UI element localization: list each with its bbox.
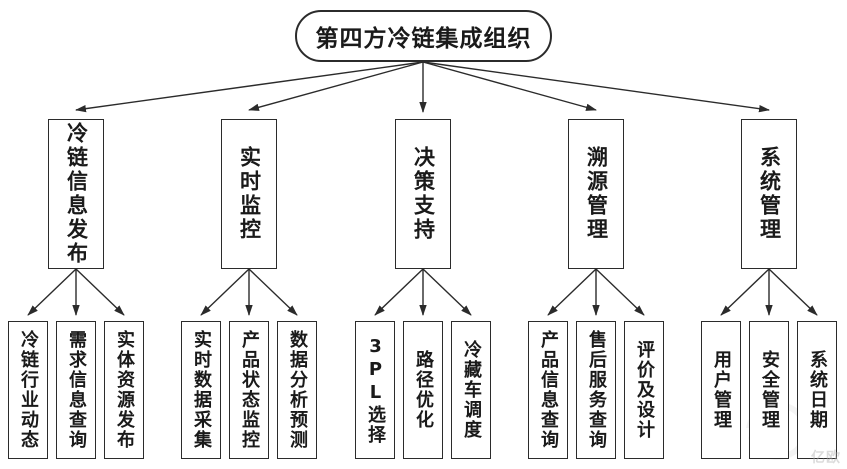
leaf-label: 用户管理 (711, 350, 732, 430)
leaf-node-user-management: 用户管理 (701, 321, 741, 459)
leaf-node-data-analysis-forecast: 数据分析预测 (277, 321, 317, 459)
leaf-label: 冷链行业动态 (18, 330, 39, 450)
edge-b5-l3 (768, 268, 818, 316)
leaf-label: 路径优化 (413, 350, 434, 430)
leaf-node-resource-release: 实体资源发布 (104, 321, 144, 459)
leaf-label: 安全管理 (759, 350, 780, 430)
leaf-node-aftersales-service-query: 售后服务查询 (576, 321, 616, 459)
branch-node-decision-support: 决策支持 (395, 119, 451, 269)
edge-b3-l3 (422, 268, 472, 316)
leaf-label: 实体资源发布 (114, 330, 135, 450)
edge-b1-l3 (75, 268, 125, 316)
leaf-node-3pl-selection: 3PL选择 (355, 321, 395, 459)
leaf-node-product-info-query: 产品信息查询 (528, 321, 568, 459)
branch-label: 系统管理 (757, 146, 782, 242)
root-node-label: 第四方冷链集成组织 (315, 26, 532, 52)
leaf-node-realtime-data-collection: 实时数据采集 (181, 321, 221, 459)
leaf-label: 售后服务查询 (586, 330, 607, 450)
leaf-node-demand-info-query: 需求信息查询 (56, 321, 96, 459)
leaf-node-product-status-monitoring: 产品状态监控 (229, 321, 269, 459)
branch-label: 实时监控 (237, 146, 262, 242)
leaf-label: 系统日期 (807, 350, 828, 430)
leaf-label: 数据分析预测 (287, 330, 308, 450)
leaf-node-industry-news: 冷链行业动态 (8, 321, 48, 459)
branch-node-realtime-monitoring: 实时监控 (221, 119, 277, 269)
leaf-node-system-date: 系统日期 (797, 321, 837, 459)
leaf-node-security-management: 安全管理 (749, 321, 789, 459)
leaf-node-reefer-truck-dispatch: 冷藏车调度 (451, 321, 491, 459)
leaf-label: 3PL选择 (365, 335, 386, 445)
edge-b4-l1 (547, 268, 597, 316)
edge-b4-l3 (595, 268, 645, 316)
leaf-label: 评价及设计 (634, 340, 655, 440)
edge-b2-l3 (248, 268, 298, 316)
watermark-text: 亿欧 (811, 450, 841, 466)
edge-root-branch-1 (75, 61, 424, 113)
branch-node-system-management: 系统管理 (741, 119, 797, 269)
leaf-label: 冷藏车调度 (461, 340, 482, 440)
edge-b5-l1 (720, 268, 770, 316)
leaf-node-evaluation-design: 评价及设计 (624, 321, 664, 459)
edge-b1-l1 (27, 268, 77, 316)
leaf-node-route-optimization: 路径优化 (403, 321, 443, 459)
edge-root-branch-2 (248, 61, 424, 111)
branch-label: 溯源管理 (584, 146, 609, 242)
leaf-label: 产品状态监控 (239, 330, 260, 450)
leaf-label: 需求信息查询 (66, 330, 87, 450)
branch-label: 决策支持 (411, 146, 436, 242)
leaf-label: 实时数据采集 (191, 330, 212, 450)
branch-label: 冷链信息发布 (64, 122, 89, 266)
root-node: 第四方冷链集成组织 (295, 10, 552, 62)
edge-root-branch-5 (422, 61, 770, 113)
edge-b3-l1 (374, 268, 424, 316)
edge-root-branch-4 (422, 61, 597, 111)
leaf-label: 产品信息查询 (538, 330, 559, 450)
edge-b2-l1 (200, 268, 250, 316)
branch-node-trace-management: 溯源管理 (568, 119, 624, 269)
branch-node-info-release: 冷链信息发布 (48, 119, 104, 269)
